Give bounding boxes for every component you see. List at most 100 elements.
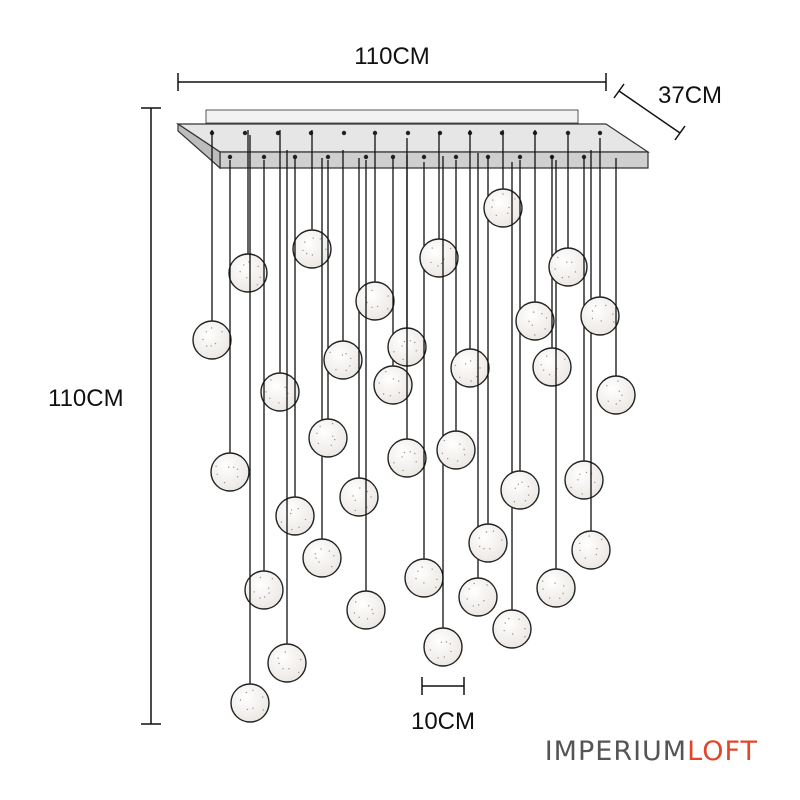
glass-globe bbox=[468, 523, 508, 563]
globe-speckle bbox=[393, 462, 395, 464]
brand-part-imperium: IMPERIUM bbox=[545, 736, 687, 767]
canopy-hook bbox=[421, 154, 427, 160]
globe-speckle bbox=[236, 476, 239, 478]
glass-globe bbox=[532, 347, 572, 387]
glass-globe bbox=[596, 375, 636, 415]
globe-speckle bbox=[202, 338, 204, 341]
globe-speckle bbox=[534, 334, 536, 336]
globe-speckle bbox=[440, 262, 443, 265]
globe-speckle bbox=[319, 238, 321, 240]
globe-speckle bbox=[545, 317, 548, 319]
glass-globe bbox=[308, 418, 348, 458]
globe-speckle bbox=[596, 548, 598, 550]
glass-globe bbox=[387, 438, 427, 478]
globe-speckle bbox=[579, 542, 581, 545]
globe-speckle bbox=[600, 320, 602, 322]
globe-speckle bbox=[503, 629, 505, 632]
globe-speckle bbox=[398, 392, 400, 394]
globe-speckle bbox=[353, 612, 356, 614]
globe-speckle bbox=[298, 526, 300, 528]
globe-speckle bbox=[329, 351, 331, 353]
globe-speckle bbox=[508, 617, 510, 620]
globe-speckle bbox=[312, 237, 314, 239]
globe-speckle bbox=[298, 671, 300, 674]
glass-globe bbox=[230, 683, 270, 723]
globe-speckle bbox=[495, 214, 497, 217]
globe-speckle bbox=[486, 584, 488, 586]
globe-speckle bbox=[259, 276, 261, 279]
globe-speckle bbox=[440, 641, 443, 643]
canopy-hook bbox=[485, 154, 491, 160]
globe-speckle bbox=[414, 341, 416, 344]
globe-speckle bbox=[527, 494, 530, 496]
canopy-hook bbox=[390, 154, 396, 160]
globe-speckle bbox=[492, 199, 494, 201]
globe-speckle bbox=[331, 423, 334, 425]
glass-globe bbox=[346, 590, 386, 630]
globe-speckle bbox=[619, 400, 621, 402]
globe-speckle bbox=[621, 394, 623, 396]
globe-speckle bbox=[284, 386, 286, 388]
glass-globe bbox=[564, 460, 604, 500]
globe-speckle bbox=[437, 657, 439, 659]
globe-speckle bbox=[513, 501, 516, 503]
globe-speckle bbox=[421, 566, 423, 568]
globe-speckle bbox=[478, 604, 480, 606]
globe-speckle bbox=[566, 261, 568, 263]
globe-speckle bbox=[524, 500, 527, 502]
globe-speckle bbox=[320, 548, 322, 550]
globe-speckle bbox=[403, 340, 406, 343]
globe-speckle bbox=[268, 587, 270, 589]
globe-speckle bbox=[563, 585, 565, 587]
globe-speckle bbox=[401, 456, 403, 458]
globe-speckle bbox=[398, 380, 400, 382]
globe-speckle bbox=[588, 535, 590, 537]
canopy-hook bbox=[325, 154, 331, 160]
globe-speckle bbox=[483, 600, 485, 602]
globe-speckle bbox=[246, 277, 248, 279]
width-dimension: 110CM bbox=[177, 43, 607, 91]
globe-speckle bbox=[601, 538, 603, 541]
globe-speckle bbox=[617, 380, 619, 382]
globe-speckle bbox=[334, 438, 336, 441]
globe-speckle bbox=[205, 331, 207, 333]
glass-globe bbox=[580, 296, 620, 336]
globe-speckle bbox=[492, 530, 495, 532]
globe-speckle bbox=[282, 668, 284, 670]
globe-speckle bbox=[568, 276, 570, 278]
globe-speckle bbox=[252, 707, 254, 709]
globe-speckle bbox=[257, 265, 259, 268]
globe-speckle bbox=[378, 382, 380, 384]
globe-speckle bbox=[501, 539, 503, 541]
globe-speckle bbox=[549, 374, 551, 376]
width-label: 110CM bbox=[354, 43, 430, 70]
globe-speckle bbox=[302, 249, 304, 252]
globe-speckle bbox=[245, 691, 247, 694]
globe-speckle bbox=[605, 304, 607, 307]
globe-speckle bbox=[210, 327, 213, 329]
canopy-hook bbox=[363, 154, 369, 160]
globe-speckle bbox=[445, 641, 448, 643]
globe-speckle bbox=[370, 496, 372, 498]
globe-speckle bbox=[591, 310, 594, 312]
globe-speckle bbox=[517, 483, 519, 485]
globe-speckle bbox=[542, 580, 544, 582]
glass-globe bbox=[436, 430, 476, 470]
globe-speckle bbox=[259, 576, 262, 579]
globe-speckle bbox=[606, 385, 608, 387]
height-label: 110CM bbox=[48, 385, 124, 412]
globe-speckle bbox=[315, 557, 317, 559]
globe-speckle bbox=[431, 247, 433, 249]
globe-speckle bbox=[355, 601, 357, 603]
glass-globe bbox=[210, 452, 250, 492]
globe-speckle bbox=[544, 328, 546, 330]
globe-speckle bbox=[325, 248, 327, 250]
globe-speckle bbox=[354, 509, 357, 512]
globe-speckle bbox=[414, 452, 416, 455]
globe-speckle bbox=[595, 553, 597, 556]
canopy-hook bbox=[405, 130, 411, 136]
globe-speckle bbox=[459, 443, 461, 445]
globe-speckle bbox=[277, 657, 279, 659]
globe-speckle bbox=[594, 305, 597, 307]
globe-speckle bbox=[316, 432, 318, 434]
